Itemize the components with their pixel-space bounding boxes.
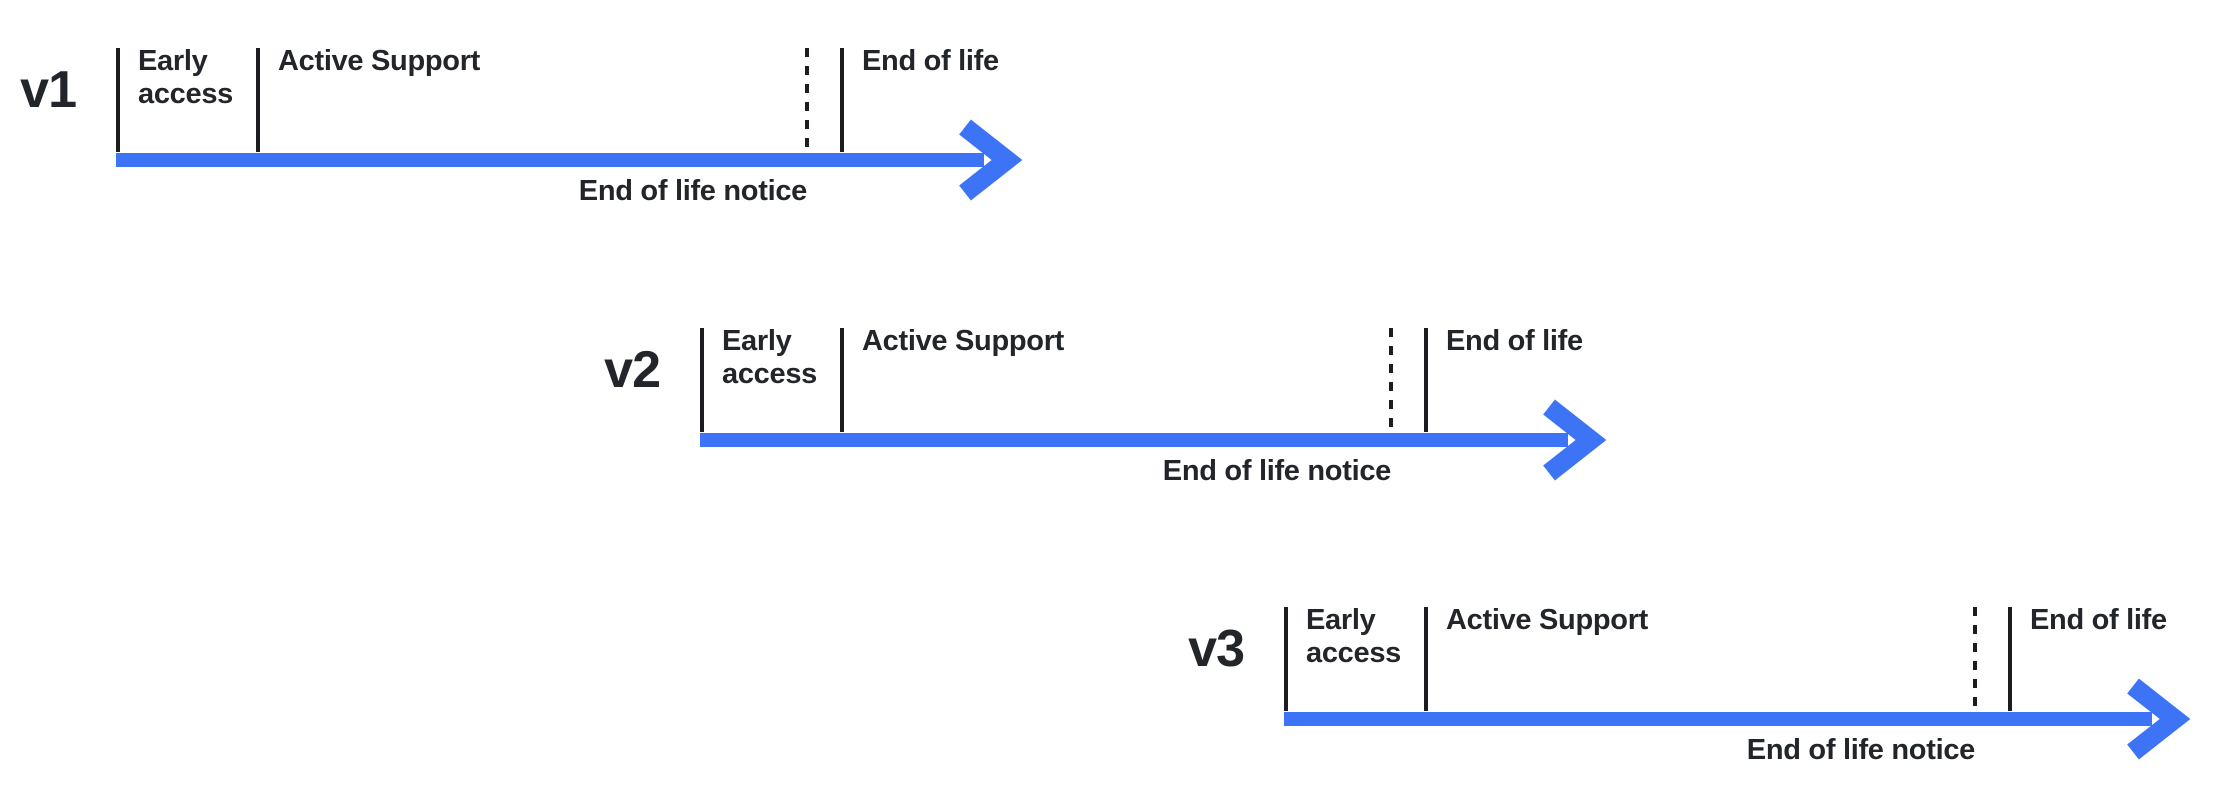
arrow-body (1284, 712, 2152, 726)
active-support-start-tick (256, 48, 260, 152)
version-label: v1 (20, 61, 77, 119)
arrow-head-icon (959, 119, 1023, 201)
eol-notice-label: End of life notice (1162, 455, 1392, 487)
version-label: v2 (604, 341, 661, 399)
end-of-life-label: End of life (862, 45, 999, 77)
eol-notice-dashed-tick (805, 48, 809, 152)
active-support-label: Active Support (1446, 604, 1649, 636)
timeline-arrow (116, 119, 1023, 201)
end-of-life-tick (840, 48, 844, 152)
arrow-head-icon (1543, 399, 1607, 481)
end-of-life-label: End of life (1446, 325, 1583, 357)
release-start-tick (1284, 607, 1288, 711)
release-start-tick (700, 328, 704, 432)
active-support-label: Active Support (278, 45, 481, 77)
early-access-label: Early access (1306, 604, 1401, 669)
release-start-tick (116, 48, 120, 152)
arrow-body (700, 433, 1568, 447)
eol-notice-label: End of life notice (578, 175, 808, 207)
eol-notice-dashed-tick (1973, 607, 1977, 711)
timeline-arrow (700, 399, 1607, 481)
arrow-body (116, 153, 984, 167)
active-support-label: Active Support (862, 325, 1065, 357)
active-support-start-tick (1424, 607, 1428, 711)
timeline-arrow (1284, 678, 2191, 760)
version-label: v3 (1188, 620, 1245, 678)
early-access-label: Early access (138, 45, 233, 110)
arrow-head-icon (2127, 678, 2191, 760)
active-support-start-tick (840, 328, 844, 432)
eol-notice-label: End of life notice (1746, 734, 1976, 766)
early-access-label: Early access (722, 325, 817, 390)
end-of-life-tick (2008, 607, 2012, 711)
eol-notice-dashed-tick (1389, 328, 1393, 432)
end-of-life-label: End of life (2030, 604, 2167, 636)
end-of-life-tick (1424, 328, 1428, 432)
